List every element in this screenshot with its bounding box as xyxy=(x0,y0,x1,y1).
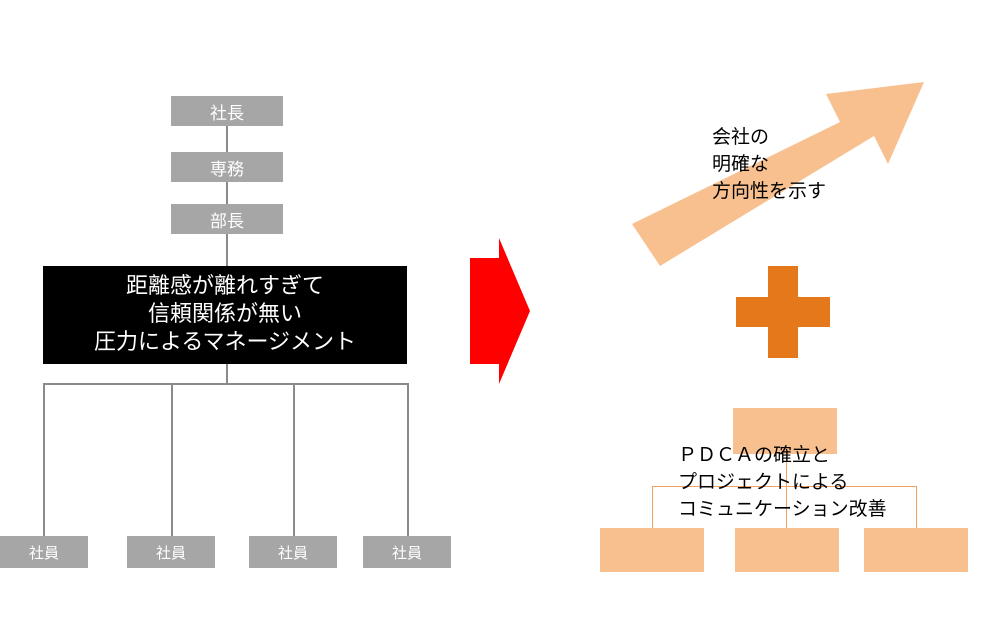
connector-line xyxy=(786,486,787,528)
connector-line xyxy=(786,454,787,486)
connector-line xyxy=(226,126,228,152)
employee-box: 社員 xyxy=(0,536,88,568)
connector-line xyxy=(407,383,409,536)
top-team-box xyxy=(733,408,837,454)
employee-box: 社員 xyxy=(363,536,451,568)
president-box: 社長 xyxy=(171,96,283,126)
direction-line: 方向性を示す xyxy=(712,180,827,202)
connector-line xyxy=(226,234,228,266)
connector-line xyxy=(43,383,45,536)
direction-text: 会社の 明確な 方向性を示す xyxy=(712,124,826,205)
management-problem-box: 距離感が離れすぎて 信頼関係が無い 圧力によるマネージメント xyxy=(43,266,407,364)
team-box xyxy=(600,528,704,572)
problem-line: 距離感が離れすぎて xyxy=(125,274,324,299)
employee-label: 社員 xyxy=(155,543,186,562)
employee-label: 社員 xyxy=(277,543,308,562)
team-box xyxy=(864,528,968,572)
connector-line xyxy=(916,486,917,528)
employee-box: 社員 xyxy=(127,536,215,568)
plus-icon xyxy=(736,266,830,358)
pdca-line: コミュニケーション改善 xyxy=(678,498,887,520)
managing-director-box: 専務 xyxy=(171,152,283,182)
president-label: 社長 xyxy=(210,103,244,124)
connector-line xyxy=(226,182,228,204)
problem-line: 圧力によるマネージメント xyxy=(93,330,357,355)
team-box xyxy=(735,528,839,572)
pdca-text: ＰＤＣＡの確立と プロジェクトによる コミュニケーション改善 xyxy=(678,442,887,523)
employee-bus-line xyxy=(43,383,409,385)
connector-line xyxy=(226,364,228,384)
pdca-line: プロジェクトによる xyxy=(678,471,849,493)
department-head-label: 部長 xyxy=(210,211,244,232)
problem-line: 信頼関係が無い xyxy=(147,302,302,327)
connector-line xyxy=(652,486,653,528)
employee-box: 社員 xyxy=(249,536,337,568)
growth-arrow-icon xyxy=(632,82,924,266)
team-bus-line xyxy=(652,486,917,487)
direction-line: 会社の xyxy=(712,126,770,148)
direction-line: 明確な xyxy=(712,153,770,175)
connector-line xyxy=(293,383,295,536)
pdca-line: ＰＤＣＡの確立と xyxy=(678,444,831,466)
employee-label: 社員 xyxy=(391,543,422,562)
managing-director-label: 専務 xyxy=(210,159,244,180)
connector-line xyxy=(171,383,173,536)
employee-label: 社員 xyxy=(28,543,59,562)
transition-arrow-icon xyxy=(470,238,530,384)
department-head-box: 部長 xyxy=(171,204,283,234)
